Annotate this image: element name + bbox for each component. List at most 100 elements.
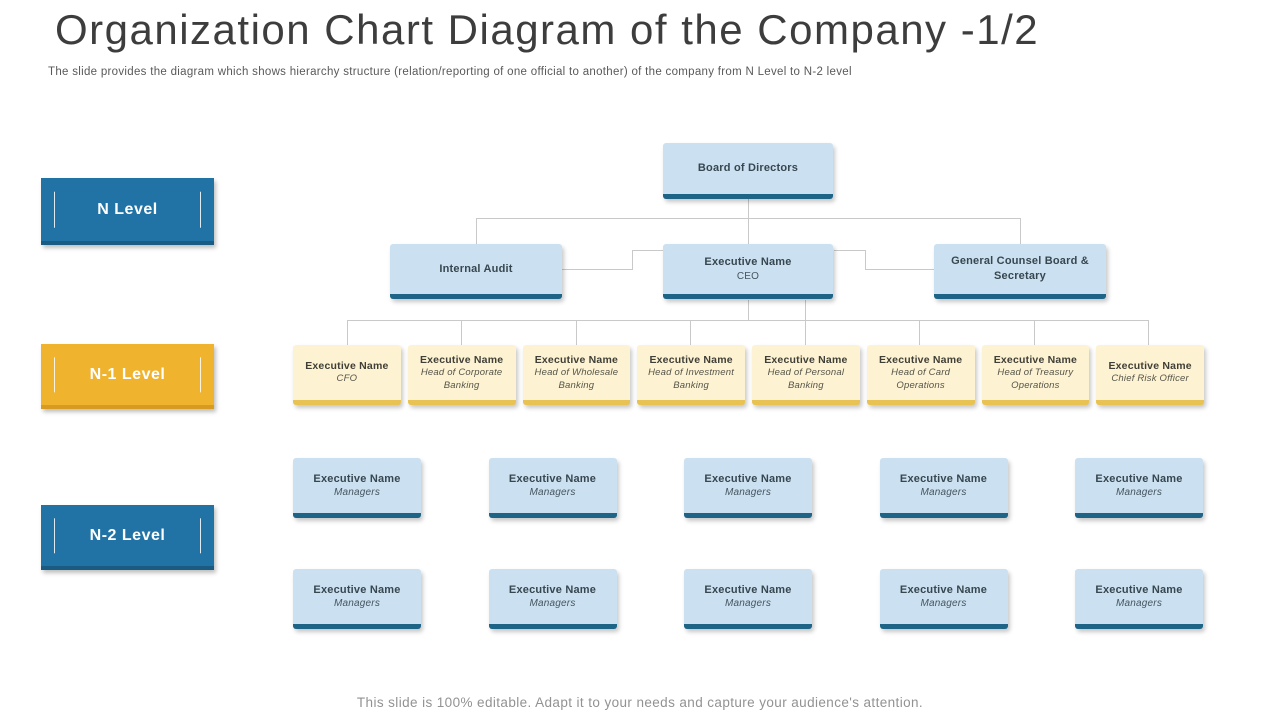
editable-note: This slide is 100% editable. Adapt it to… — [356, 695, 924, 710]
connector-elbow-right — [865, 250, 866, 270]
org-box-n1-personal-banking: Executive Name Head of Personal Banking — [752, 345, 860, 405]
org-box-title: Executive Name — [899, 472, 988, 485]
org-box-role: Head of Wholesale Banking — [534, 367, 619, 391]
org-box-role: Managers — [1115, 598, 1163, 610]
connector-drop-n1 — [347, 320, 348, 345]
connector-drop-ceo — [748, 218, 749, 244]
connector-drop-n1 — [576, 320, 577, 345]
org-box-role: Head of Treasury Operations — [997, 367, 1074, 391]
level-accent-line — [200, 517, 201, 554]
org-box-general-counsel: General Counsel Board & Secretary — [934, 244, 1106, 299]
org-box-n1-chief-risk-officer: Executive Name Chief Risk Officer — [1096, 345, 1204, 405]
org-box-n2-manager: Executive Name Managers — [488, 458, 617, 518]
org-box-title: Executive Name — [1108, 360, 1192, 373]
org-box-internal-audit: Internal Audit — [390, 244, 562, 299]
org-box-n2-manager: Executive Name Managers — [879, 569, 1008, 629]
org-box-role: Head of Card Operations — [891, 367, 951, 391]
level-badge-n2: N-2 Level — [41, 505, 214, 570]
org-box-title: Executive Name — [899, 583, 988, 596]
org-box-title: Executive Name — [704, 256, 792, 269]
org-box-n1-card-operations: Executive Name Head of Card Operations — [866, 345, 975, 405]
org-box-role: Managers — [529, 487, 576, 499]
connector-drop-n1 — [1148, 320, 1149, 345]
org-box-n1-cfo: Executive Name CFO — [293, 345, 401, 405]
level-badge-n: N Level — [41, 178, 214, 245]
org-level-n2-row-2: Executive Name Managers Executive Name M… — [293, 569, 1203, 629]
connector-drop-general-counsel — [1020, 218, 1021, 244]
org-box-role: Managers — [920, 598, 967, 610]
org-box-role: Head of Corporate Banking — [420, 367, 503, 391]
org-box-n2-manager: Executive Name Managers — [1075, 569, 1203, 629]
org-box-role: CFO — [336, 373, 358, 385]
level-badge-n1: N-1 Level — [41, 344, 214, 409]
connector-drop-n1 — [461, 320, 462, 345]
page-subtitle: The slide provides the diagram which sho… — [48, 66, 852, 78]
org-box-title: Executive Name — [534, 354, 619, 367]
org-box-title: Executive Name — [508, 583, 597, 596]
org-box-n1-treasury-operations: Executive Name Head of Treasury Operatio… — [981, 345, 1090, 405]
connector-elbow-right — [834, 250, 865, 251]
org-box-role: CEO — [736, 270, 760, 282]
org-box-title: Board of Directors — [697, 162, 799, 175]
org-level-n2-row-1: Executive Name Managers Executive Name M… — [293, 458, 1203, 518]
org-box-title: Executive Name — [704, 472, 792, 485]
connector-elbow-left — [632, 250, 663, 251]
org-box-title: Executive Name — [313, 583, 401, 596]
connector-rail-n1 — [347, 320, 1149, 321]
org-box-n2-manager: Executive Name Managers — [293, 569, 421, 629]
org-box-role: Head of Personal Banking — [767, 367, 845, 391]
level-accent-line — [54, 517, 55, 554]
level-accent-line — [54, 356, 55, 393]
org-box-role: Managers — [333, 598, 381, 610]
level-badge-label: N Level — [97, 200, 158, 218]
org-box-title: Executive Name — [649, 354, 733, 367]
org-box-role: Managers — [529, 598, 576, 610]
connector-elbow-left — [562, 269, 632, 270]
org-level-n1-row: Executive Name CFO Executive Name Head o… — [293, 345, 1204, 405]
connector-drop-n1 — [690, 320, 691, 345]
connector-board-stem — [748, 199, 749, 219]
org-box-role: Chief Risk Officer — [1111, 373, 1189, 385]
org-box-role: Head of Investment Banking — [648, 367, 735, 391]
connector-drop-n1 — [805, 320, 806, 345]
org-box-title: Executive Name — [1095, 583, 1183, 596]
org-box-title: Executive Name — [764, 354, 848, 367]
page-title: Organization Chart Diagram of the Compan… — [55, 6, 1040, 53]
org-box-role: Managers — [333, 487, 381, 499]
org-box-n2-manager: Executive Name Managers — [293, 458, 421, 518]
connector-elbow-right — [865, 269, 934, 270]
org-box-ceo: Executive Name CEO — [663, 244, 833, 299]
org-box-n1-investment-banking: Executive Name Head of Investment Bankin… — [637, 345, 745, 405]
level-accent-line — [200, 191, 201, 228]
org-box-role: Managers — [724, 598, 772, 610]
org-box-title: Executive Name — [508, 472, 597, 485]
org-box-title: Executive Name — [1095, 472, 1183, 485]
org-box-role: Managers — [920, 487, 967, 499]
connector-ceo-stem — [748, 300, 749, 321]
connector-drop-n1 — [919, 320, 920, 345]
org-box-n2-manager: Executive Name Managers — [879, 458, 1008, 518]
org-box-title: Executive Name — [419, 354, 504, 367]
level-badge-label: N-1 Level — [89, 365, 166, 383]
level-badge-label: N-2 Level — [89, 526, 166, 544]
level-accent-line — [200, 356, 201, 393]
connector-drop-internal-audit — [476, 218, 477, 244]
org-box-n2-manager: Executive Name Managers — [684, 569, 812, 629]
org-box-role: Managers — [1115, 487, 1163, 499]
connector-drop-n1 — [1034, 320, 1035, 345]
org-box-n2-manager: Executive Name Managers — [1075, 458, 1203, 518]
org-box-title: Executive Name — [704, 583, 792, 596]
org-box-board-of-directors: Board of Directors — [663, 143, 833, 199]
org-box-n1-wholesale-banking: Executive Name Head of Wholesale Banking — [522, 345, 631, 405]
org-box-title: Executive Name — [878, 354, 963, 367]
org-box-n2-manager: Executive Name Managers — [684, 458, 812, 518]
org-box-title: Executive Name — [993, 354, 1078, 367]
connector-elbow-left — [632, 250, 633, 270]
org-box-n1-corporate-banking: Executive Name Head of Corporate Banking — [407, 345, 516, 405]
org-box-title: General Counsel Board & Secretary — [951, 255, 1089, 282]
org-box-title: Internal Audit — [439, 262, 513, 275]
org-box-n2-manager: Executive Name Managers — [488, 569, 617, 629]
org-box-role: Managers — [724, 487, 772, 499]
org-box-title: Executive Name — [313, 472, 401, 485]
